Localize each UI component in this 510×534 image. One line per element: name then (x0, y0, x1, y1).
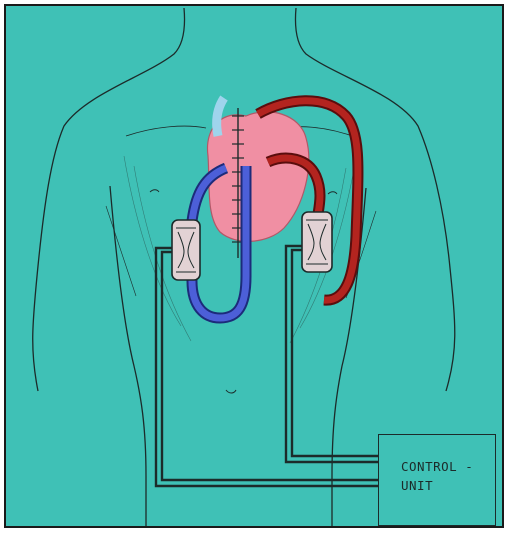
control-unit-label-line2: UNIT (401, 476, 473, 495)
diagram-panel: CONTROL - UNIT (4, 4, 504, 528)
control-unit-label: CONTROL - UNIT (401, 457, 473, 495)
heart (207, 112, 308, 242)
right-pump (302, 212, 332, 272)
left-pump (172, 220, 200, 280)
control-unit-box: CONTROL - UNIT (378, 434, 496, 526)
control-unit-label-line1: CONTROL - (401, 457, 473, 476)
